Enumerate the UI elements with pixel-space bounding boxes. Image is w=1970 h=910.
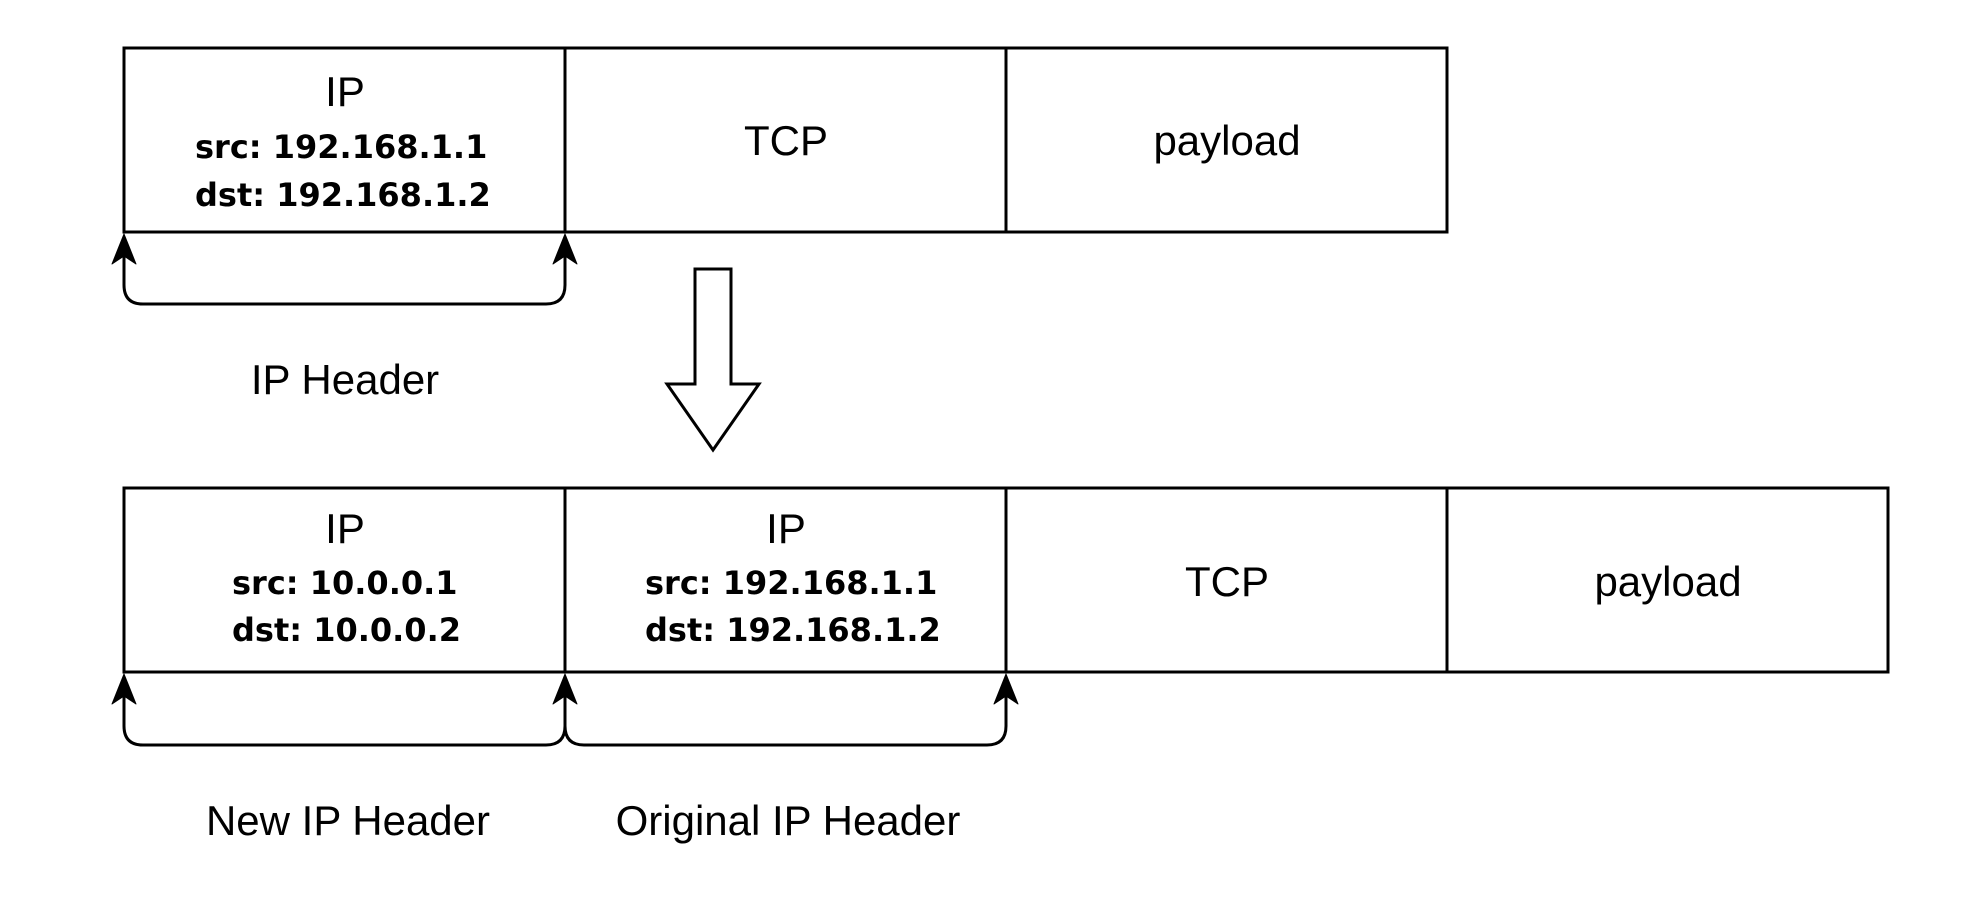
- inner-ip-box: [563, 486, 1008, 674]
- new-ip-cell: IP src: 10.0.0.1 dst: 10.0.0.2: [122, 486, 567, 674]
- ip-header-brace-line: [122, 248, 567, 306]
- inner-payload-title: payload: [1594, 558, 1741, 605]
- inner-payload-box: [1445, 486, 1890, 674]
- original-ip-header-label: Original IP Header: [616, 797, 961, 844]
- inner-tcp-box: [1004, 486, 1449, 674]
- original-tcp-cell: TCP: [563, 46, 1008, 234]
- original-packet: IP src: 192.168.1.1 dst: 192.168.1.2 TCP…: [111, 46, 1449, 403]
- original-ip-header-brace-right-arrowhead: [993, 673, 1019, 705]
- new-ip-dst: dst: 10.0.0.2: [232, 611, 461, 649]
- original-payload-box: [1004, 46, 1449, 234]
- original-payload-title: payload: [1153, 117, 1300, 164]
- ip-header-brace-right-arrowhead: [552, 233, 578, 265]
- inner-tcp-title: TCP: [1185, 558, 1269, 605]
- new-ip-header-brace: [111, 673, 578, 747]
- encapsulated-packet: IP src: 10.0.0.1 dst: 10.0.0.2 IP src: 1…: [111, 486, 1890, 844]
- original-payload-cell: payload: [1004, 46, 1449, 234]
- ip-header-brace: [111, 233, 578, 306]
- original-tcp-title: TCP: [744, 117, 828, 164]
- inner-ip-cell: IP src: 192.168.1.1 dst: 192.168.1.2: [563, 486, 1008, 674]
- new-ip-header-brace-left-arrowhead: [111, 673, 137, 705]
- new-ip-header-label: New IP Header: [206, 797, 490, 844]
- new-ip-src: src: 10.0.0.1: [232, 564, 458, 602]
- original-ip-dst: dst: 192.168.1.2: [195, 176, 491, 214]
- inner-ip-dst: dst: 192.168.1.2: [645, 611, 941, 649]
- original-ip-box: [122, 46, 567, 234]
- original-ip-title: IP: [325, 68, 365, 115]
- new-ip-header-brace-line: [122, 690, 567, 747]
- original-tcp-box: [563, 46, 1008, 234]
- original-ip-header-brace-line: [563, 690, 1008, 747]
- new-ip-title: IP: [325, 505, 365, 552]
- inner-payload-cell: payload: [1445, 486, 1890, 674]
- inner-tcp-cell: TCP: [1004, 486, 1449, 674]
- inner-ip-src: src: 192.168.1.1: [645, 564, 937, 602]
- original-ip-header-brace: [563, 673, 1019, 747]
- ip-header-brace-left-arrowhead: [111, 233, 137, 265]
- original-ip-cell: IP src: 192.168.1.1 dst: 192.168.1.2: [122, 46, 567, 234]
- new-ip-box: [122, 486, 567, 674]
- inner-ip-title: IP: [766, 505, 806, 552]
- ip-header-label: IP Header: [251, 356, 439, 403]
- original-ip-src: src: 192.168.1.1: [195, 128, 487, 166]
- transform-down-arrow: [664, 267, 762, 453]
